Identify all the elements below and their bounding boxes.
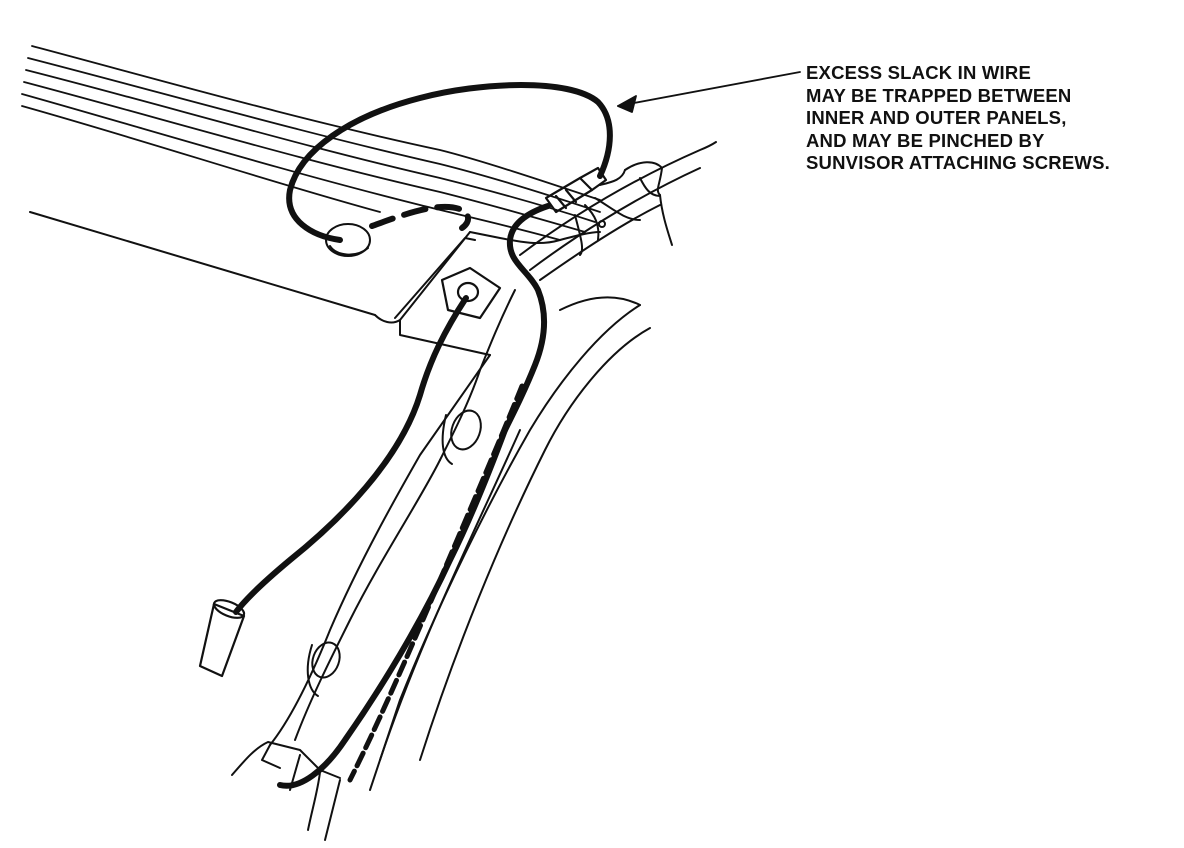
roof-header-lines: [21, 45, 601, 241]
windshield-pillar: [231, 289, 651, 841]
callout-text: EXCESS SLACK IN WIRE MAY BE TRAPPED BETW…: [806, 62, 1110, 175]
callout-line-3: INNER AND OUTER PANELS,: [806, 107, 1067, 128]
pillar-holes: [306, 409, 482, 697]
callout-line-1: EXCESS SLACK IN WIRE: [806, 62, 1031, 83]
wire-connector: [544, 166, 608, 214]
callout-line-5: SUNVISOR ATTACHING SCREWS.: [806, 152, 1110, 173]
wire-in-pillar: [347, 383, 525, 783]
mounting-bracket: [440, 266, 502, 320]
callout-arrow: [617, 71, 801, 113]
wire-end-terminal: [198, 599, 246, 678]
header-panel: [29, 211, 561, 356]
wire-harness: [233, 82, 613, 789]
callout-line-4: AND MAY BE PINCHED BY: [806, 129, 1045, 151]
callout-line-2: MAY BE TRAPPED BETWEEN: [806, 84, 1072, 106]
roof-rail: [519, 141, 717, 281]
wire-hidden: [369, 203, 471, 231]
